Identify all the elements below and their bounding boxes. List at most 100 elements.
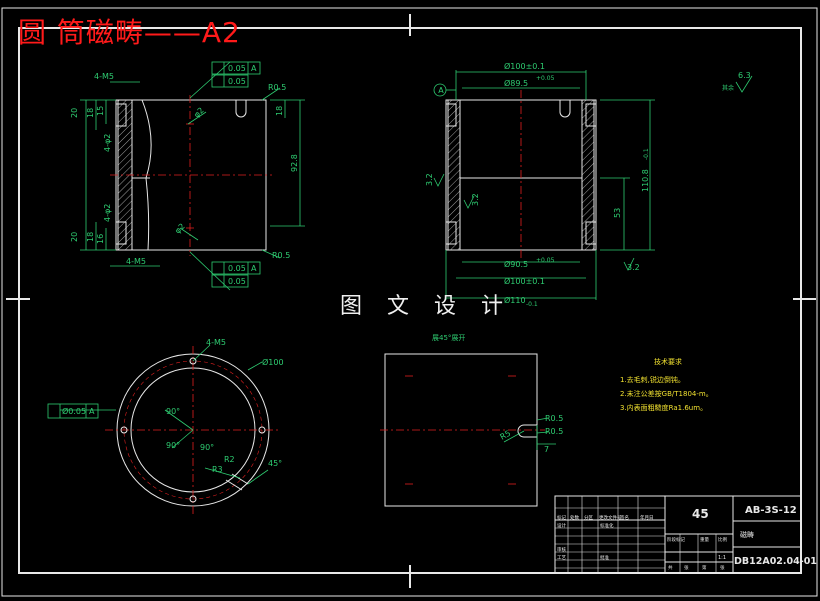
drawing-number: DB12A02.04-01 xyxy=(734,556,817,567)
title-cell: 张 xyxy=(684,564,689,571)
drawing-title: 圆 筒磁畴——A2 xyxy=(18,16,241,49)
top-diameter-label: Ø100 xyxy=(262,357,284,367)
part-code: AB-3S-12 xyxy=(745,505,797,516)
unfold-slot xyxy=(517,424,537,438)
radius-r2: R2 xyxy=(224,455,235,464)
tech-req-item: 3.内表面粗糙度Ra1.6um。 xyxy=(620,403,707,412)
unfold-r05-b: R0.5 xyxy=(545,427,563,436)
tolerance-ref-top: A xyxy=(251,64,257,73)
datum-a: A xyxy=(438,86,444,95)
title-cell: 标记 xyxy=(557,514,566,521)
unfold-holes xyxy=(405,375,516,485)
dim-inner-bottom-tol: +0.05 xyxy=(536,257,555,264)
phi2-bottom: φ2 xyxy=(173,222,187,236)
slot-front xyxy=(235,100,247,118)
section-view: A Ø100±0.1 Ø89.5 +0.05 Ø90.5 +0.05 Ø100±… xyxy=(425,61,655,308)
tech-req-item: 2.未注公差按GB/T1804-m。 xyxy=(620,389,713,398)
tolerance-flat-top: 0.05 xyxy=(228,64,246,73)
roughness-right: 3.2 xyxy=(627,263,640,272)
roughness-left: 3.2 xyxy=(425,173,434,186)
unfold-view: 展45°展开 R0.5 R0.5 R5 7 xyxy=(380,334,563,507)
title-cell: 批准 xyxy=(600,554,609,561)
section-wall-left xyxy=(447,99,461,251)
centering-marks xyxy=(6,14,816,588)
title-cell: 标准化 xyxy=(600,522,614,529)
thread-label-bottom: 4-M5 xyxy=(126,257,146,266)
roughness-prefix: 其余 xyxy=(722,84,734,92)
tolerance-par-top: 0.05 xyxy=(228,77,246,86)
title-cell: 分区 xyxy=(584,514,593,521)
part-name: 磁畴 xyxy=(740,530,754,539)
title-cell: 比例 xyxy=(718,536,727,543)
dim-20-top: 20 xyxy=(70,108,79,118)
tolerance-par-bottom: 0.05 xyxy=(228,277,246,286)
dim-flange: Ø110 xyxy=(504,295,526,305)
title-cell: 年月日 xyxy=(640,514,654,521)
angle-4: 45° xyxy=(268,459,282,468)
outer-frame xyxy=(1,7,818,597)
title-cell: 设计 xyxy=(557,522,566,529)
front-view: 4-M5 4-M5 0.05 A 0.05 0.05 A 0.05 R0.5 R… xyxy=(70,61,305,291)
thread-hole-bottom xyxy=(115,221,127,245)
unfold-r05-a: R0.5 xyxy=(545,414,563,423)
radius-bottom: R0.5 xyxy=(272,251,290,260)
title-cell: 工艺 xyxy=(557,555,566,561)
material-label: 45 xyxy=(692,507,709,521)
dim-53: 53 xyxy=(613,208,622,218)
title-cell: 审核 xyxy=(557,546,566,553)
dim-15-top: 15 xyxy=(96,106,105,116)
top-tolerance-value: Ø0.05 xyxy=(62,406,86,416)
dim-flange-tol: -0.1 xyxy=(526,301,538,308)
section-wall-right xyxy=(581,99,595,251)
side-phi2-top: 4-φ2 xyxy=(103,134,112,152)
unfold-dim-7: 7 xyxy=(544,445,549,454)
dim-18-top: 18 xyxy=(86,108,95,118)
dim-outer-top: Ø100±0.1 xyxy=(504,61,545,71)
dim-slot: 18 xyxy=(275,106,284,116)
thread-label-top: 4-M5 xyxy=(94,72,114,81)
dim-outer-bottom: Ø100±0.1 xyxy=(504,276,545,286)
unfold-r5: R5 xyxy=(499,429,513,442)
watermark-text: 图 文 设 计 xyxy=(340,294,512,319)
dim-section-height-tol: -0.1 xyxy=(643,148,650,160)
roughness-value: 6.3 xyxy=(738,71,751,80)
tolerance-flat-bottom: 0.05 xyxy=(228,264,246,273)
radius-r3: R3 xyxy=(212,465,223,474)
title-cell: 阶段标记 xyxy=(667,536,685,543)
angle-1: 90° xyxy=(166,407,180,416)
title-cell: 张 xyxy=(720,564,725,571)
thread-hole-top xyxy=(115,103,127,127)
title-cell: 第 xyxy=(702,564,707,571)
scale-value: 1:1 xyxy=(718,555,726,561)
unfold-label: 展45°展开 xyxy=(432,334,465,342)
angle-2: 90° xyxy=(166,441,180,450)
dim-inner-top-tol: +0.05 xyxy=(536,75,555,82)
top-tolerance-ref: A xyxy=(89,407,95,416)
side-phi2-bottom: 4-φ2 xyxy=(103,204,112,222)
tech-req-item: 1.去毛刺,锐边倒钝。 xyxy=(620,375,685,384)
phi2-top: φ2 xyxy=(192,106,206,120)
title-cell: 处数 xyxy=(570,514,579,521)
title-cell: 更改文件号 xyxy=(599,514,622,521)
dim-section-height: 110.8 xyxy=(641,169,650,192)
slot-section xyxy=(559,100,571,118)
dim-16-bottom: 16 xyxy=(96,234,105,244)
tech-requirements: 技术要求 1.去毛刺,锐边倒钝。 2.未注公差按GB/T1804-m。 3.内表… xyxy=(620,357,713,412)
tech-req-title: 技术要求 xyxy=(654,357,682,366)
roughness-note: 6.3 其余 xyxy=(722,71,753,93)
dim-inner-bottom: Ø90.5 xyxy=(504,259,528,269)
tolerance-ref-bottom: A xyxy=(251,264,257,273)
title-block: 45 AB-3S-12 磁畴 DB12A02.04-01 标记 处数 分区 更改… xyxy=(554,495,817,574)
title-cell: 共 xyxy=(668,564,673,571)
dim-height: 92.8 xyxy=(290,154,299,172)
roughness-mid: 3.2 xyxy=(471,193,480,206)
break-line xyxy=(141,99,152,251)
slot-top-view xyxy=(225,473,249,491)
title-cell: 签名 xyxy=(620,514,629,521)
angle-3: 90° xyxy=(200,443,214,452)
dim-inner-top: Ø89.5 xyxy=(504,78,528,88)
top-thread-label: 4-M5 xyxy=(206,338,226,347)
thread-holes xyxy=(120,357,266,503)
